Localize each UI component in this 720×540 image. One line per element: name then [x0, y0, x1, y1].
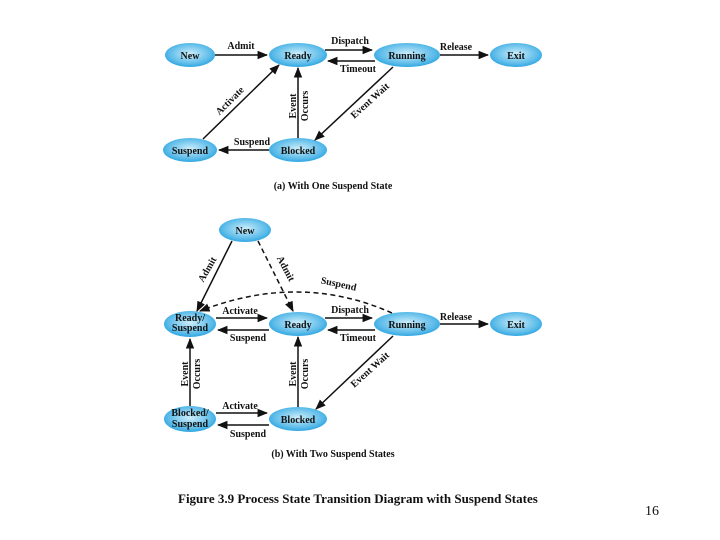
state-new-b: New	[219, 218, 271, 242]
state-label: Suspend	[172, 323, 209, 334]
state-label: Blocked	[281, 415, 316, 426]
diagram-b-caption: (b) With Two Suspend States	[271, 449, 394, 460]
edge-admit-to-ready-suspend	[196, 240, 233, 312]
edge-label-event-wait: Event Wait	[349, 350, 392, 391]
state-label: New	[181, 51, 201, 62]
edge-label-dispatch: Dispatch	[331, 305, 369, 316]
edge-label-event-occurs-left-2: Occurs	[192, 359, 203, 390]
diagram-a-caption: (a) With One Suspend State	[274, 181, 393, 192]
edge-label-suspend: Suspend	[234, 137, 271, 148]
state-label: Suspend	[172, 419, 209, 430]
edge-event-wait-a	[314, 66, 394, 141]
state-label: Running	[388, 51, 425, 62]
edge-label-activate-top: Activate	[222, 306, 258, 317]
diagram-b: New Ready/ Suspend Ready Running Exit Bl…	[164, 218, 542, 460]
state-label: Ready	[284, 51, 311, 62]
edge-event-wait-b	[315, 335, 394, 410]
state-blocked-a: Blocked	[269, 138, 327, 162]
page-number: 16	[645, 504, 659, 519]
state-exit-b: Exit	[490, 312, 542, 336]
edge-admit-to-ready	[257, 240, 294, 312]
state-blocked-suspend-b: Blocked/ Suspend	[164, 406, 216, 432]
edge-label-release: Release	[440, 42, 473, 53]
edge-label-event-occurs-1: Event	[288, 93, 299, 119]
state-label: Blocked/	[171, 408, 208, 419]
state-ready-a: Ready	[269, 43, 327, 67]
state-label: Ready	[284, 320, 311, 331]
edge-label-event-occurs-left-1: Event	[180, 361, 191, 387]
edge-label-event-occurs-mid-2: Occurs	[300, 359, 311, 390]
state-label: Suspend	[172, 146, 209, 157]
edge-label-release: Release	[440, 312, 473, 323]
edge-suspend-running-to-ready-suspend	[199, 291, 393, 314]
edge-label-event-wait: Event Wait	[349, 81, 392, 122]
state-running-b: Running	[374, 312, 440, 336]
state-label: Running	[388, 320, 425, 331]
edge-label-admit-left: Admit	[196, 255, 219, 285]
edge-activate-a	[202, 64, 280, 140]
state-label: Exit	[507, 320, 525, 331]
state-ready-suspend-b: Ready/ Suspend	[164, 311, 216, 337]
state-blocked-b: Blocked	[269, 407, 327, 431]
state-label: Blocked	[281, 146, 316, 157]
figure-caption: Figure 3.9 Process State Transition Diag…	[178, 491, 538, 506]
edge-label-activate-bottom: Activate	[222, 401, 258, 412]
edge-label-suspend-dashed: Suspend	[320, 275, 358, 293]
state-suspend-a: Suspend	[163, 138, 217, 162]
state-new-a: New	[165, 43, 215, 67]
edge-label-suspend-bottom: Suspend	[230, 429, 267, 440]
edge-label-event-occurs-mid-1: Event	[288, 361, 299, 387]
edge-label-suspend-top: Suspend	[230, 333, 267, 344]
edge-label-timeout: Timeout	[340, 64, 377, 75]
edge-label-timeout: Timeout	[340, 333, 377, 344]
state-running-a: Running	[374, 43, 440, 67]
state-exit-a: Exit	[490, 43, 542, 67]
edge-label-event-occurs-2: Occurs	[300, 91, 311, 122]
state-label: Exit	[507, 51, 525, 62]
state-ready-b: Ready	[269, 312, 327, 336]
diagram-a: New Ready Running Exit Suspend Blocked A…	[163, 36, 542, 192]
edge-label-dispatch: Dispatch	[331, 36, 369, 47]
state-label: New	[236, 226, 256, 237]
state-label: Ready/	[175, 313, 205, 324]
edge-label-admit: Admit	[227, 41, 255, 52]
